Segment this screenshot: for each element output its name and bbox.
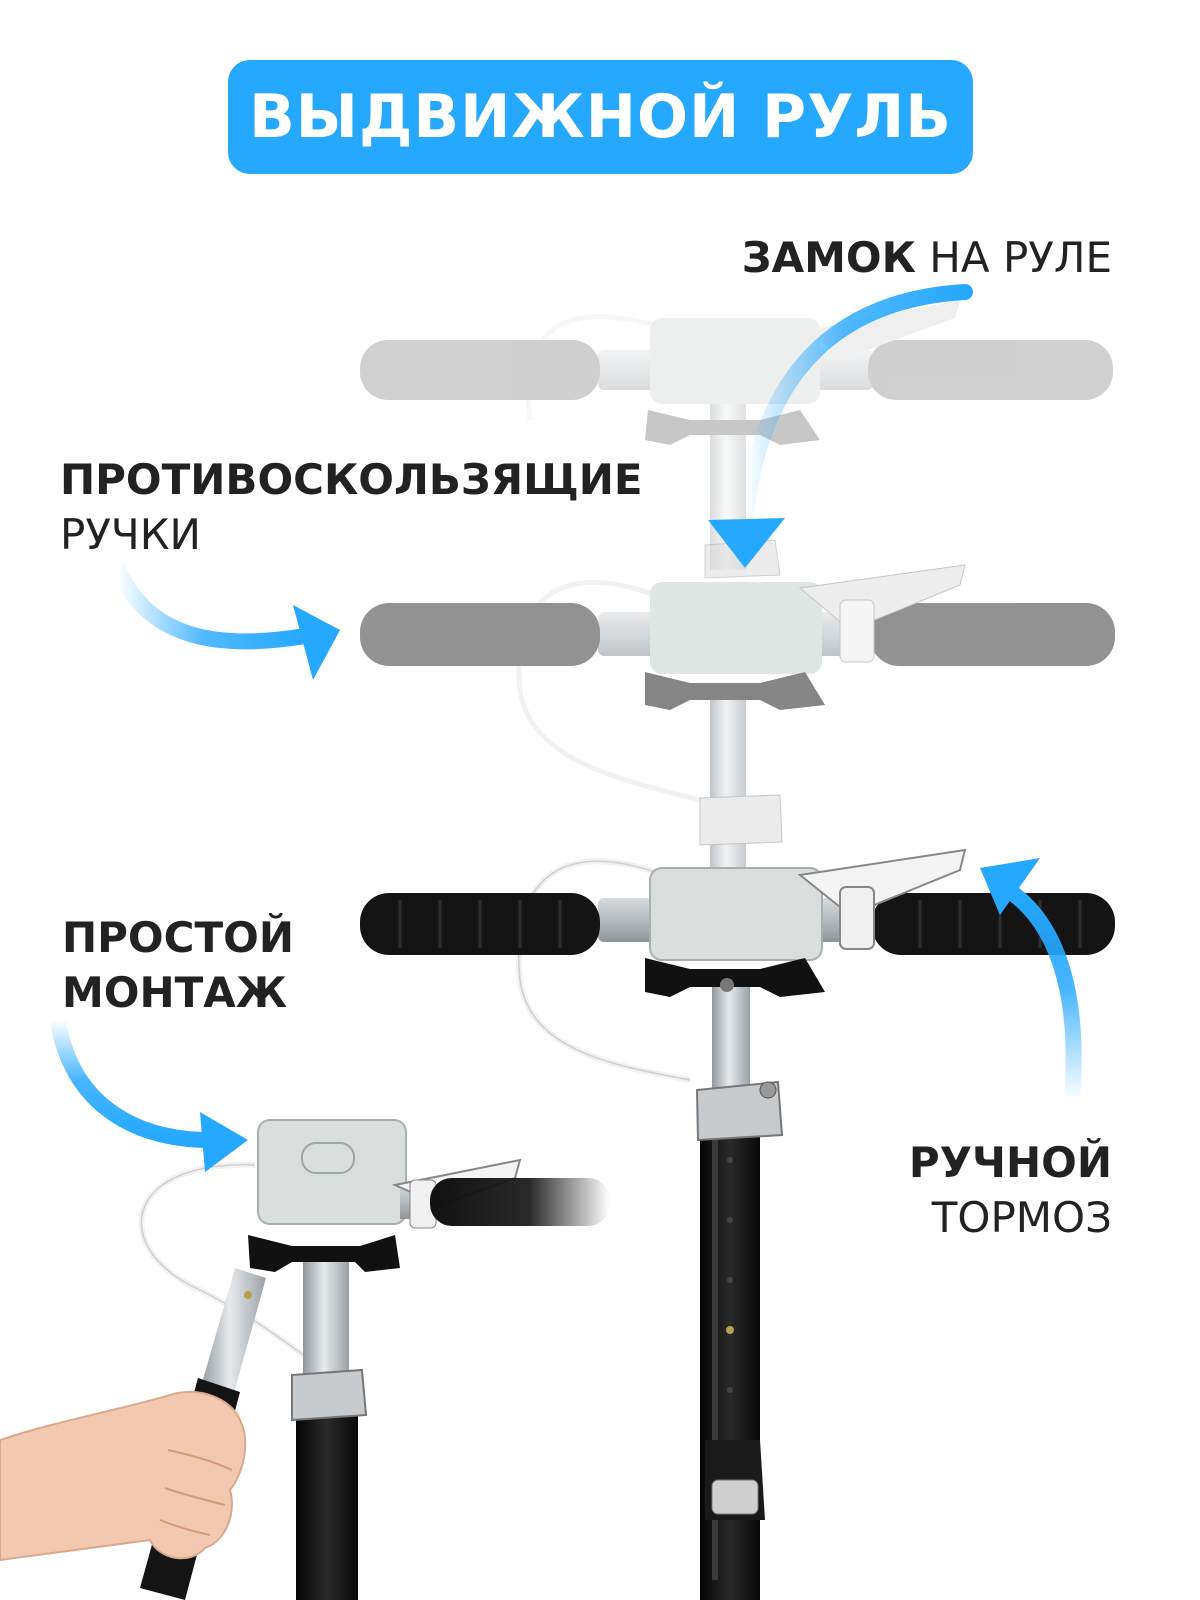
- brake-cable-top: [526, 314, 656, 421]
- label-mount: ПРОСТОЙ МОНТАЖ: [62, 910, 294, 1021]
- collar-bolt: [759, 1081, 777, 1099]
- label-brake: РУЧНОЙ ТОРМОЗ: [909, 1135, 1112, 1246]
- hand-icon: [0, 1390, 247, 1562]
- lever-mount-main: [839, 886, 875, 950]
- label-brake-regular: ТОРМОЗ: [931, 1193, 1112, 1243]
- arrow-grips: [110, 562, 340, 680]
- assembly-hand: [0, 1119, 610, 1600]
- brake-cable-main-outline: [518, 860, 691, 1081]
- page-title: ВЫДВИЖНОЙ РУЛЬ: [249, 82, 952, 152]
- assembly-cable-outline: [140, 1164, 311, 1361]
- arrow-head-mount: [200, 1112, 248, 1172]
- label-lock: ЗАМОК НА РУЛЕ: [742, 230, 1112, 285]
- label-brake-bold: РУЧНОЙ: [908, 1138, 1112, 1187]
- label-grips: ПРОТИВОСКОЛЬЗЯЩИЕ РУЧКИ: [60, 452, 643, 563]
- handlebar-ghost-top: [360, 300, 1113, 570]
- tube-highlight: [712, 1140, 718, 1580]
- lower-black-tube: [700, 1125, 760, 1600]
- lever-mount-middle: [839, 599, 875, 663]
- title-banner: ВЫДВИЖНОЙ РУЛЬ: [228, 60, 973, 174]
- brake-cable-middle: [516, 579, 701, 803]
- grip-left-middle: [360, 603, 600, 666]
- label-grips-bold: ПРОТИВОСКОЛЬЗЯЩИЕ: [60, 455, 643, 504]
- assembly-housing-button: [301, 1142, 355, 1174]
- finger-lines: [159, 1449, 233, 1536]
- arrow-head-grips: [293, 605, 340, 680]
- grip-left-top: [360, 340, 600, 400]
- assembly-black-tube: [296, 1400, 358, 1600]
- grip-right-top: [868, 340, 1113, 400]
- label-mount-line1: ПРОСТОЙ: [62, 913, 294, 962]
- fold-latch: [711, 1479, 759, 1515]
- arrow-mount: [50, 1012, 248, 1172]
- assembly-clamp: [248, 1235, 400, 1272]
- collar-lower-middle: [699, 794, 783, 846]
- grip-right-texture: [918, 900, 1082, 948]
- label-lock-bold: ЗАМОК: [741, 233, 916, 282]
- assembly-collar: [291, 1368, 368, 1422]
- clamp-bolt-main: [720, 978, 734, 992]
- curved-arrow-icon: [50, 1012, 218, 1148]
- curved-arrow-icon: [737, 284, 973, 528]
- quick-release-collar: [695, 1080, 784, 1142]
- lock-housing-main: [649, 867, 823, 961]
- arrow-brake: [980, 858, 1082, 1108]
- lock-housing-middle: [650, 582, 822, 674]
- label-mount-line2: МОНТАЖ: [62, 968, 288, 1018]
- removable-bar-tube: [200, 1268, 266, 1400]
- brake-lever-top: [810, 300, 960, 360]
- scooter-main: [360, 848, 1115, 1600]
- grip-right-middle: [870, 603, 1115, 666]
- assembly-grip-right: [430, 1178, 610, 1226]
- clamp-main: [645, 958, 825, 997]
- curved-arrow-icon: [1007, 887, 1082, 1108]
- curved-arrow-icon: [110, 562, 313, 650]
- label-lock-regular: НА РУЛЕ: [929, 233, 1112, 282]
- label-grips-regular: РУЧКИ: [60, 510, 201, 560]
- arrow-head-brake: [980, 858, 1040, 915]
- clamp-middle: [645, 672, 825, 710]
- arrow-lock: [708, 284, 973, 568]
- grip-left-texture: [398, 900, 562, 948]
- lock-housing-top: [650, 318, 820, 404]
- removable-bar-pin: [244, 1291, 252, 1299]
- handlebar-ghost-middle: [360, 539, 1115, 870]
- arrow-head-lock: [708, 518, 785, 568]
